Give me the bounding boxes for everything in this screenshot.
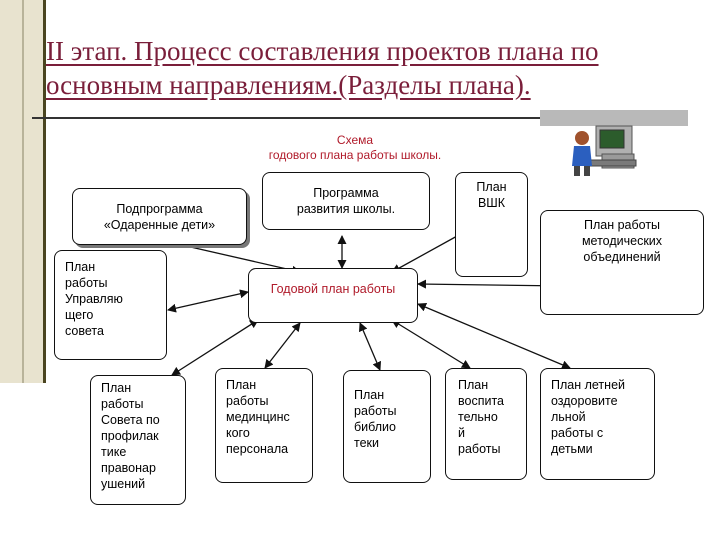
annual-work-plan-label: Годовой план работы [270, 282, 396, 296]
arrow-annual-medical [264, 322, 301, 369]
methodical-associations-plan-label: План работы методических объединений [581, 218, 663, 264]
gifted-children-subprogram-box: Подпрограмма «Одаренные дети» [72, 188, 247, 245]
computer-user-icon [572, 125, 637, 176]
annual-work-plan-box: Годовой план работы [248, 268, 418, 323]
arrow-annual-gifted [159, 237, 301, 275]
summer-health-plan-label: План летней оздоровите льной работы с де… [551, 378, 625, 456]
medical-staff-plan-label: План работы мединцинс кого персонала [226, 378, 290, 456]
governing-council-plan-label: План работы Управляю щего совета [65, 260, 123, 338]
school-development-program-box: Программа развития школы. [262, 172, 430, 230]
title-divider [32, 117, 540, 119]
governing-council-plan-box: План работы Управляю щего совета [54, 250, 167, 360]
methodical-associations-plan-box: План работы методических объединений [540, 210, 704, 315]
library-plan-box: План работы библио теки [343, 370, 431, 483]
page-title: II этап. Процесс составления проектов пл… [46, 36, 599, 100]
prevention-council-plan-box: План работы Совета по профилак тике прав… [90, 375, 186, 505]
upbringing-work-plan-box: План воспита тельно й работы [445, 368, 527, 480]
vshk-plan-box: План ВШК [455, 172, 528, 277]
library-plan-label: План работы библио теки [354, 388, 397, 450]
arrow-annual-prevention [171, 319, 259, 376]
scheme-caption-line2: годового плана работы школы. [268, 148, 442, 162]
divider-band [540, 110, 688, 126]
scheme-caption: Схема годового плана работы школы. [220, 133, 490, 163]
arrow-annual-council [167, 289, 249, 313]
vshk-plan-label: План ВШК [476, 180, 507, 210]
prevention-council-plan-label: План работы Совета по профилак тике прав… [101, 381, 160, 491]
arrow-annual-upbringing [391, 319, 471, 369]
summer-health-plan-box: План летней оздоровите льной работы с де… [540, 368, 655, 480]
school-development-program-label: Программа развития школы. [296, 186, 396, 216]
scheme-caption-line1: Схема [336, 133, 374, 147]
arrow-annual-summer [417, 302, 571, 370]
upbringing-work-plan-label: План воспита тельно й работы [458, 378, 504, 456]
medical-staff-plan-box: План работы мединцинс кого персонала [215, 368, 313, 483]
arrow-annual-library [358, 322, 382, 371]
decorative-side-bar [0, 0, 46, 383]
gifted-children-subprogram-label: Подпрограмма «Одаренные дети» [103, 201, 216, 232]
